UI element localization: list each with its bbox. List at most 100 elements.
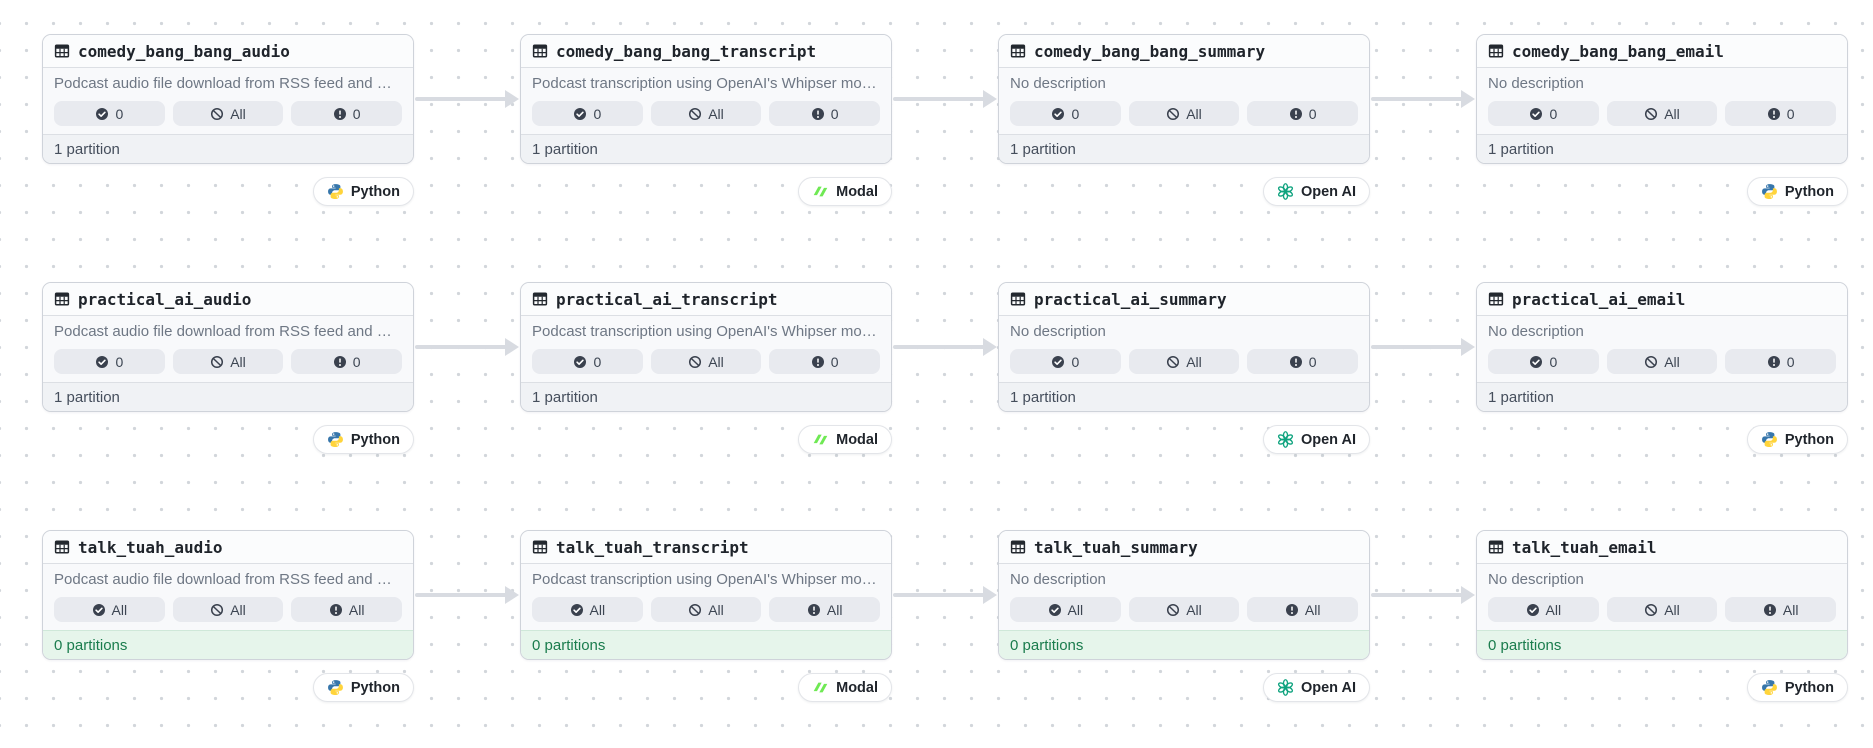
- compute-kind-tag[interactable]: Open AI: [1262, 425, 1370, 454]
- materialized-partitions-pill[interactable]: 0: [1488, 101, 1599, 126]
- compute-kind-tag[interactable]: Python: [312, 177, 414, 206]
- partitions-footer[interactable]: 1 partition: [1477, 134, 1847, 163]
- failed-partitions-pill[interactable]: All: [1606, 349, 1718, 374]
- failed-partitions-pill[interactable]: All: [650, 597, 762, 622]
- partition-stats-row: All All All: [54, 597, 403, 622]
- materialized-partitions-pill[interactable]: 0: [532, 101, 643, 126]
- asset-node[interactable]: talk_tuah_email No description All All A…: [1476, 530, 1848, 660]
- asset-node-header[interactable]: practical_ai_audio: [43, 283, 413, 316]
- partitions-footer[interactable]: 0 partitions: [521, 630, 891, 659]
- materialized-partitions-pill[interactable]: 0: [1010, 101, 1121, 126]
- partitions-footer[interactable]: 1 partition: [43, 382, 413, 411]
- asset-node-header[interactable]: comedy_bang_bang_email: [1477, 35, 1847, 68]
- asset-node-header[interactable]: talk_tuah_summary: [999, 531, 1369, 564]
- failed-partitions-pill[interactable]: All: [1128, 101, 1240, 126]
- asset-title: practical_ai_transcript: [556, 289, 778, 309]
- asset-node[interactable]: practical_ai_summary No description 0 Al…: [998, 282, 1370, 412]
- compute-kind-tag[interactable]: Python: [312, 673, 414, 702]
- kind-tag-row: Python: [1476, 673, 1848, 702]
- missing-partitions-pill[interactable]: All: [1725, 597, 1837, 622]
- asset-node-header[interactable]: comedy_bang_bang_summary: [999, 35, 1369, 68]
- partitions-footer[interactable]: 1 partition: [521, 382, 891, 411]
- partitions-footer[interactable]: 0 partitions: [999, 630, 1369, 659]
- asset-node[interactable]: practical_ai_audio Podcast audio file do…: [42, 282, 414, 412]
- asset-node[interactable]: practical_ai_transcript Podcast transcri…: [520, 282, 892, 412]
- failed-count: All: [230, 601, 246, 618]
- missing-count: All: [348, 601, 365, 618]
- partitions-footer[interactable]: 1 partition: [521, 134, 891, 163]
- asset-node-header[interactable]: practical_ai_transcript: [521, 283, 891, 316]
- asset-node-header[interactable]: talk_tuah_transcript: [521, 531, 891, 564]
- asset-node-header[interactable]: talk_tuah_email: [1477, 531, 1847, 564]
- missing-partitions-pill[interactable]: 0: [1247, 101, 1359, 126]
- compute-kind-tag[interactable]: Python: [1746, 425, 1848, 454]
- asset-node[interactable]: talk_tuah_transcript Podcast transcripti…: [520, 530, 892, 660]
- asset-node[interactable]: practical_ai_email No description 0 All …: [1476, 282, 1848, 412]
- missing-partitions-pill[interactable]: 0: [769, 349, 881, 374]
- missing-partitions-pill[interactable]: 0: [769, 101, 881, 126]
- partitions-footer[interactable]: 1 partition: [1477, 382, 1847, 411]
- partitions-footer[interactable]: 0 partitions: [1477, 630, 1847, 659]
- compute-kind-tag[interactable]: Modal: [798, 177, 892, 206]
- missing-partitions-pill[interactable]: 0: [1725, 349, 1837, 374]
- compute-kind-tag[interactable]: Python: [1746, 673, 1848, 702]
- materialized-partitions-pill[interactable]: All: [532, 597, 643, 622]
- materialized-partitions-pill[interactable]: All: [1488, 597, 1599, 622]
- compute-kind-tag[interactable]: Modal: [798, 673, 892, 702]
- edge-arrowhead: [505, 586, 519, 604]
- missing-partitions-pill[interactable]: All: [769, 597, 881, 622]
- missing-partitions-pill[interactable]: 0: [1247, 349, 1359, 374]
- partitions-footer[interactable]: 1 partition: [999, 134, 1369, 163]
- check-circle-icon: [1051, 107, 1065, 121]
- compute-kind-label: Modal: [836, 183, 878, 200]
- failed-partitions-pill[interactable]: All: [650, 349, 762, 374]
- compute-kind-tag[interactable]: Python: [1746, 177, 1848, 206]
- partitions-footer[interactable]: 1 partition: [43, 134, 413, 163]
- asset-node-header[interactable]: comedy_bang_bang_transcript: [521, 35, 891, 68]
- partitions-footer[interactable]: 1 partition: [999, 382, 1369, 411]
- edge-line: [1371, 593, 1464, 597]
- missing-partitions-pill[interactable]: 0: [291, 349, 403, 374]
- asset-node-header[interactable]: comedy_bang_bang_audio: [43, 35, 413, 68]
- missing-count: 0: [830, 353, 839, 370]
- compute-kind-tag[interactable]: Open AI: [1262, 673, 1370, 702]
- asset-node[interactable]: comedy_bang_bang_email No description 0 …: [1476, 34, 1848, 164]
- asset-node[interactable]: talk_tuah_audio Podcast audio file downl…: [42, 530, 414, 660]
- partitions-footer[interactable]: 0 partitions: [43, 630, 413, 659]
- materialized-partitions-pill[interactable]: 0: [532, 349, 643, 374]
- asset-node[interactable]: comedy_bang_bang_transcript Podcast tran…: [520, 34, 892, 164]
- asset-node[interactable]: comedy_bang_bang_audio Podcast audio fil…: [42, 34, 414, 164]
- failed-partitions-pill[interactable]: All: [1128, 597, 1240, 622]
- failed-partitions-pill[interactable]: All: [172, 349, 284, 374]
- materialized-partitions-pill[interactable]: 0: [1010, 349, 1121, 374]
- missing-partitions-pill[interactable]: All: [291, 597, 403, 622]
- failed-partitions-pill[interactable]: All: [172, 597, 284, 622]
- failed-partitions-pill[interactable]: All: [650, 101, 762, 126]
- materialized-partitions-pill[interactable]: All: [1010, 597, 1121, 622]
- edge-arrowhead: [1461, 90, 1475, 108]
- materialized-partitions-pill[interactable]: All: [54, 597, 165, 622]
- failed-partitions-pill[interactable]: All: [1606, 597, 1718, 622]
- compute-kind-tag[interactable]: Modal: [798, 425, 892, 454]
- failed-partitions-pill[interactable]: All: [1128, 349, 1240, 374]
- missing-partitions-pill[interactable]: 0: [291, 101, 403, 126]
- materialized-partitions-pill[interactable]: 0: [54, 101, 165, 126]
- asset-node[interactable]: comedy_bang_bang_summary No description …: [998, 34, 1370, 164]
- failed-partitions-pill[interactable]: All: [1606, 101, 1718, 126]
- asset-node-header[interactable]: talk_tuah_audio: [43, 531, 413, 564]
- asset-node-header[interactable]: practical_ai_summary: [999, 283, 1369, 316]
- asset-title: comedy_bang_bang_email: [1512, 41, 1724, 61]
- failed-partitions-pill[interactable]: All: [172, 101, 284, 126]
- lineage-edge-arrow: [1371, 337, 1475, 357]
- missing-partitions-pill[interactable]: 0: [1725, 101, 1837, 126]
- materialized-partitions-pill[interactable]: 0: [54, 349, 165, 374]
- asset-node[interactable]: talk_tuah_summary No description All All…: [998, 530, 1370, 660]
- asset-node-body: No description 0 All 0: [999, 68, 1369, 126]
- missing-count: 0: [352, 105, 361, 122]
- materialized-partitions-pill[interactable]: 0: [1488, 349, 1599, 374]
- compute-kind-tag[interactable]: Python: [312, 425, 414, 454]
- asset-node-header[interactable]: practical_ai_email: [1477, 283, 1847, 316]
- missing-partitions-pill[interactable]: All: [1247, 597, 1359, 622]
- compute-kind-tag[interactable]: Open AI: [1262, 177, 1370, 206]
